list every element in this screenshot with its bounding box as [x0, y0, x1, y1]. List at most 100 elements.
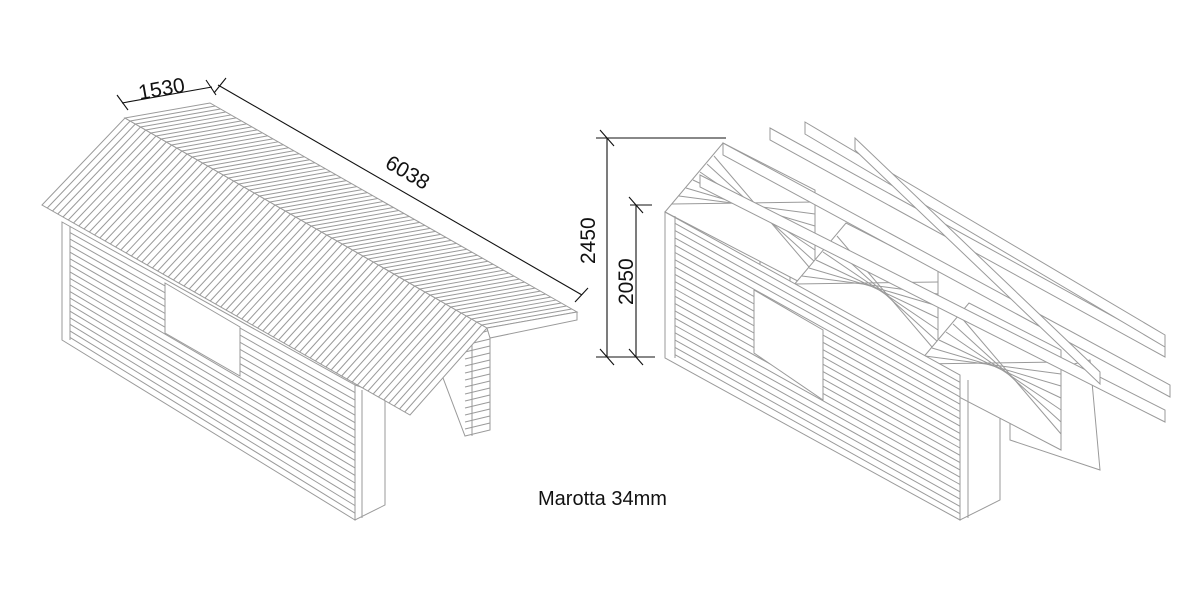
roof-board — [104, 153, 188, 242]
roof-board — [178, 195, 260, 284]
wall-log — [674, 222, 961, 383]
gable-log — [924, 355, 1062, 375]
roof-board — [136, 171, 219, 260]
roof-board — [372, 306, 452, 395]
roof-board — [471, 302, 562, 320]
roof-board — [78, 138, 162, 227]
roof-board — [347, 230, 436, 248]
tick — [599, 129, 615, 147]
wall-log — [69, 337, 356, 514]
roof-board — [269, 186, 357, 203]
roof-board — [152, 180, 234, 269]
roof-board — [378, 248, 467, 266]
roof-board — [461, 296, 551, 314]
roof-board — [278, 252, 359, 341]
roof-board — [383, 251, 473, 269]
roof-board — [283, 255, 364, 344]
roof-board — [388, 254, 478, 272]
wall-log — [464, 380, 491, 388]
roof-board — [62, 129, 147, 218]
roof-board — [197, 144, 284, 161]
roof-board — [230, 225, 312, 314]
left-building — [41, 102, 579, 521]
roof-board — [378, 309, 457, 398]
roof-board — [424, 275, 515, 293]
roof-board — [373, 245, 462, 263]
dimension-line-length — [217, 84, 583, 296]
roof-board — [166, 126, 253, 143]
wall-log — [674, 244, 961, 405]
wall-log — [69, 310, 356, 484]
tick — [116, 94, 129, 111]
roof-board — [398, 260, 488, 278]
roof-board — [305, 207, 394, 224]
wall-log — [464, 387, 491, 395]
roof-board — [157, 183, 240, 272]
roof-board — [393, 257, 483, 275]
roof-board — [409, 266, 499, 284]
wall-log — [464, 373, 491, 381]
roof-board — [194, 204, 276, 293]
gable-log — [959, 315, 1062, 435]
wall-log — [674, 332, 961, 493]
roof-board — [450, 290, 541, 308]
roof-board — [267, 246, 348, 335]
roof-board — [419, 272, 509, 290]
wall-log — [674, 317, 961, 478]
roof-board — [342, 227, 431, 245]
roof-board — [336, 285, 415, 374]
right-dimensions: 2450 2050 — [577, 129, 726, 366]
roof-board — [309, 270, 390, 359]
roof-board — [249, 174, 336, 191]
roof-board — [162, 186, 245, 275]
roof-board — [173, 192, 255, 281]
roof-board — [290, 198, 378, 215]
roof-board — [257, 240, 338, 329]
roof-board — [125, 165, 209, 254]
roof-board — [212, 153, 300, 170]
roof-board — [131, 168, 214, 257]
wall-log — [69, 284, 356, 454]
roof-board — [300, 204, 389, 221]
roof-board — [52, 123, 136, 212]
right-building — [664, 121, 1171, 521]
roof-board — [262, 243, 343, 332]
roof-board — [204, 210, 286, 299]
roof-board — [207, 150, 294, 167]
wall-log — [674, 346, 961, 507]
wall-log — [69, 330, 356, 507]
purlin — [699, 174, 1166, 423]
roof-board — [346, 291, 426, 380]
tick — [599, 348, 615, 366]
wall-log — [674, 339, 961, 500]
roof-board — [243, 171, 331, 188]
wall-log — [674, 354, 961, 515]
roof-board — [280, 192, 368, 209]
roof-board — [141, 174, 224, 263]
roof-board — [67, 132, 152, 221]
roof-board — [109, 156, 193, 245]
roof-board — [331, 221, 420, 239]
roof-board — [388, 315, 467, 404]
roof-board — [481, 308, 572, 326]
roof-board — [259, 180, 347, 197]
roof-board — [476, 305, 567, 323]
roof-board — [351, 294, 431, 383]
dimension-line-width — [121, 86, 213, 104]
roof-board — [130, 105, 216, 122]
wall-log — [464, 422, 491, 430]
roof-board — [215, 216, 297, 305]
dimension-label-width: 1530 — [137, 74, 187, 105]
roof-board — [315, 273, 395, 362]
wall-log — [464, 359, 491, 367]
roof-board — [316, 212, 405, 230]
roof-board — [383, 312, 462, 401]
tick — [628, 196, 644, 214]
wall-log — [464, 408, 491, 416]
wall-log — [674, 237, 961, 398]
roof-board — [320, 276, 400, 365]
roof-boards — [46, 105, 572, 413]
purlin — [769, 127, 1166, 358]
roof-board — [241, 231, 322, 320]
